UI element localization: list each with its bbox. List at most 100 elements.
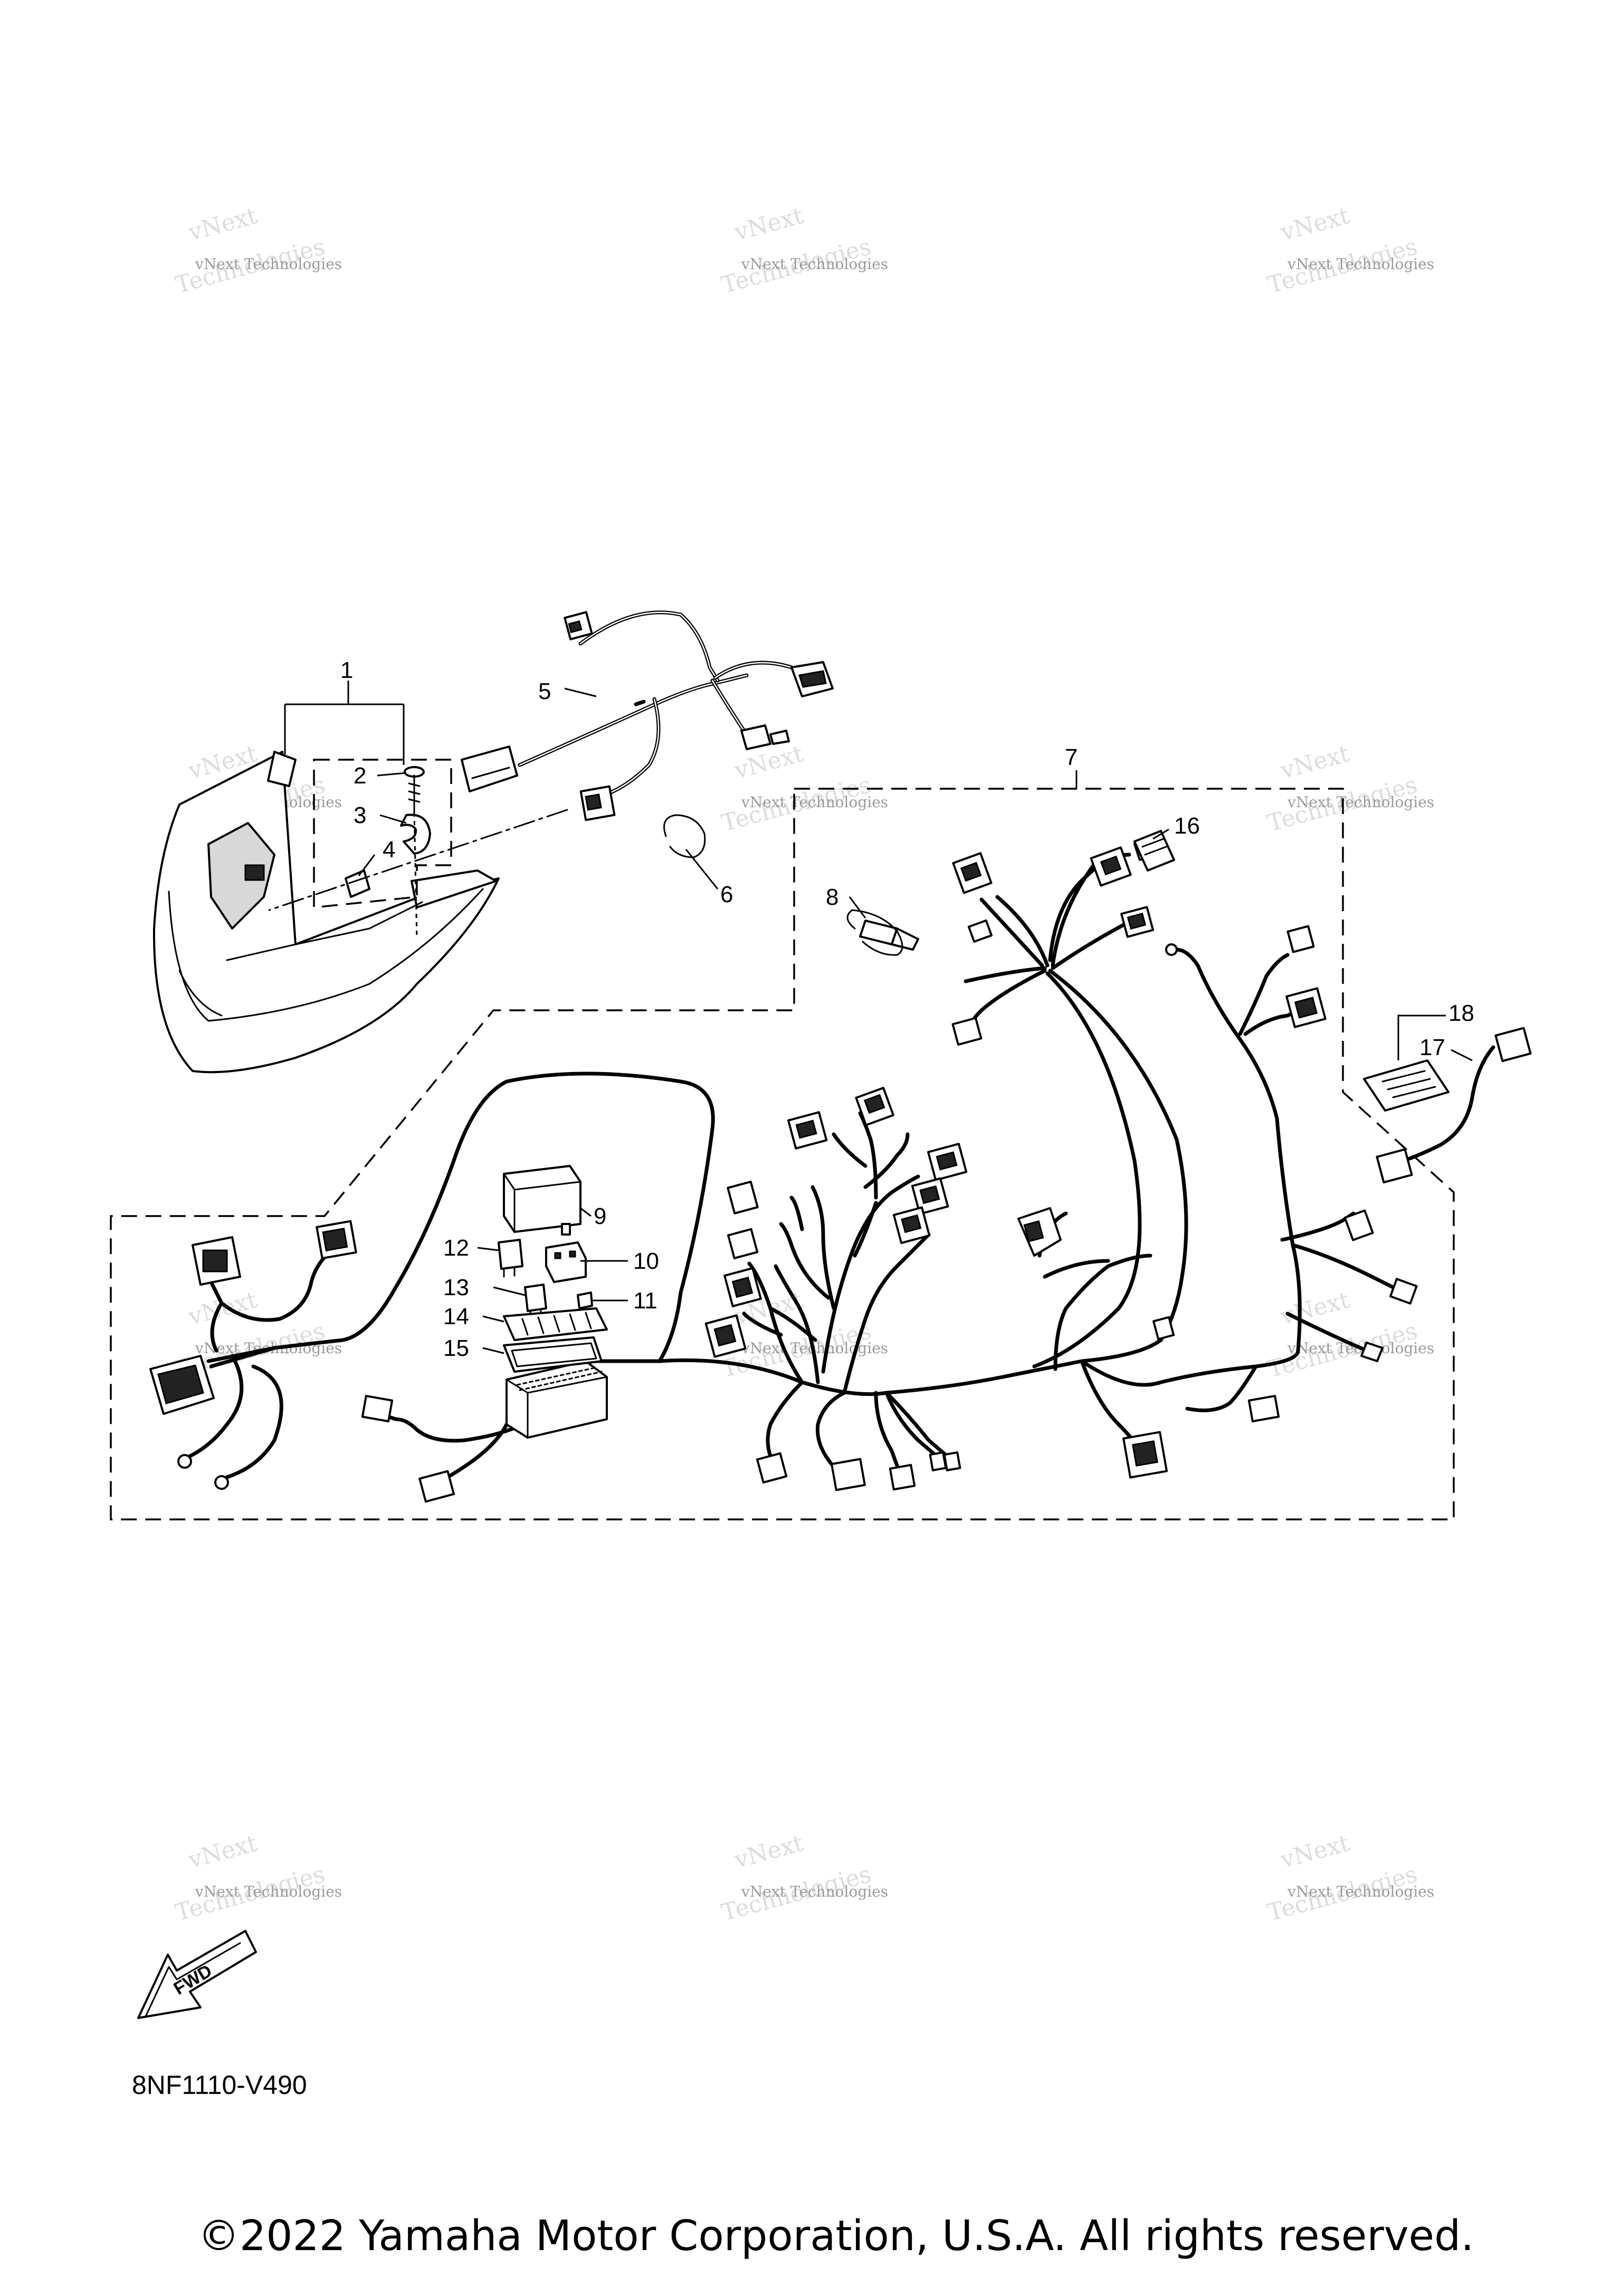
connector-icon: [1360, 1342, 1384, 1362]
callout-14: 14: [443, 1304, 469, 1329]
svg-text:vNext Technologies: vNext Technologies: [195, 1883, 342, 1900]
callout-2: 2: [354, 763, 366, 789]
watermark: vNext Technologies vNext Technologies: [173, 1830, 342, 1926]
connector-icon: [1285, 987, 1327, 1028]
wire-band-8: [846, 909, 903, 956]
callout-8: 8: [826, 884, 838, 910]
ring-terminal: [1165, 943, 1178, 956]
svg-text:vNext Technologies: vNext Technologies: [1287, 1883, 1434, 1900]
clip-part: [400, 814, 431, 855]
headlight-socket: [244, 864, 265, 881]
callout-9: 9: [594, 1203, 606, 1229]
fuse-cover-part: [503, 1336, 603, 1373]
fuse-box-icon: [506, 1360, 608, 1439]
fuse-block-part: [503, 1307, 608, 1341]
connector-icon: [1152, 1316, 1175, 1341]
connector-icon: [740, 724, 790, 750]
headlight-lens-line: [178, 970, 223, 1017]
headlight-assembly: [152, 751, 500, 1074]
connector-icon: [1133, 830, 1175, 872]
connector-icon: [564, 611, 593, 640]
connector-icon: [723, 1267, 762, 1307]
callout-3: 3: [354, 802, 366, 828]
connector-icon: [1120, 906, 1155, 938]
sub-harness-5: [268, 610, 794, 911]
headlight-side-tab: [411, 869, 497, 908]
diode-part: [577, 1292, 593, 1309]
connector-icon: [1247, 1394, 1280, 1423]
relay-icon: [545, 1241, 587, 1283]
callout-13: 13: [443, 1275, 469, 1300]
svg-text:vNext Technologies: vNext Technologies: [195, 255, 342, 273]
watermark: vNext Technologies vNext Technologies: [719, 1830, 888, 1926]
bulb-socket-part: [345, 869, 370, 898]
connector-icon: [859, 920, 919, 951]
callout-15: 15: [443, 1335, 469, 1361]
connector-icon: [316, 1220, 357, 1260]
connector-icon: [929, 1451, 961, 1471]
connector-icon: [192, 1236, 241, 1286]
watermark-group: vNext Technologies vNext Technologies vN…: [173, 202, 1434, 1926]
svg-text:vNext: vNext: [1277, 740, 1352, 785]
svg-text:vNext: vNext: [1277, 1286, 1352, 1331]
headlight-inner-panel: [226, 901, 423, 961]
svg-text:vNext: vNext: [1277, 1830, 1352, 1874]
svg-text:vNext: vNext: [731, 202, 806, 246]
connector-icon: [952, 852, 993, 894]
svg-text:vNext: vNext: [731, 1830, 806, 1874]
connector-icon: [418, 1470, 455, 1503]
svg-text:vNext: vNext: [185, 1830, 260, 1874]
copyright-notice: ©2022 Yamaha Motor Corporation, U.S.A. A…: [198, 2212, 1474, 2260]
fwd-arrow-icon: FWD: [137, 1930, 257, 2019]
callout-labels: 1 2 3 4 5 6 7 8 9 10 11 12 13 14 15 16 1…: [340, 657, 1474, 1361]
connector-icon: [149, 1355, 215, 1415]
watermark: vNext Technologies vNext Technologies: [173, 202, 342, 299]
harness-7-boundary: [110, 788, 1455, 1520]
callout-17: 17: [1419, 1035, 1445, 1060]
main-harness-7: [188, 853, 1406, 1485]
watermark: vNext Technologies vNext Technologies: [1265, 202, 1434, 299]
callout-5: 5: [538, 678, 551, 704]
connector-icon: [1376, 1148, 1413, 1184]
callout-7: 7: [1065, 744, 1078, 770]
callout-12: 12: [443, 1235, 469, 1261]
callout-11: 11: [633, 1288, 657, 1314]
connector-icon: [361, 1394, 394, 1423]
subassembly-box: [313, 759, 452, 908]
connector-icon: [1343, 1209, 1374, 1241]
connector-icon: [951, 1017, 983, 1046]
headlight-housing-bracket: [207, 822, 275, 930]
headlight-mount-tab: [267, 751, 297, 787]
callout-16: 16: [1174, 813, 1200, 839]
connector-icon: [461, 745, 518, 792]
watermark: vNext Technologies vNext Technologies: [719, 202, 888, 299]
watermark: vNext Technologies vNext Technologies: [1265, 1830, 1434, 1926]
diagram-code: 8NF1110-V490: [132, 2070, 307, 2100]
connector-icon: [967, 919, 993, 943]
connector-icon: [790, 661, 834, 697]
svg-text:vNext: vNext: [1277, 202, 1352, 246]
connector-icon: [1286, 925, 1315, 953]
connector-icon: [831, 1458, 866, 1491]
connector-icon: [892, 1206, 931, 1245]
svg-text:vNext Technologies: vNext Technologies: [1287, 793, 1434, 811]
connector-icon: [1090, 846, 1132, 887]
connector-icon: [579, 785, 616, 821]
connector-icon: [911, 1177, 949, 1216]
connector-icon: [889, 1463, 916, 1491]
svg-text:vNext Technologies: vNext Technologies: [741, 255, 888, 273]
connector-icon: [927, 1143, 968, 1181]
connector-icon: [1494, 1027, 1532, 1063]
leader-lines: [284, 681, 1473, 1354]
connector-icon: [855, 1087, 894, 1126]
band-part: [663, 814, 706, 858]
callout-18: 18: [1448, 1000, 1474, 1026]
svg-text:vNext: vNext: [731, 740, 806, 785]
svg-text:vNext Technologies: vNext Technologies: [1287, 255, 1434, 273]
svg-text:vNext Technologies: vNext Technologies: [741, 1883, 888, 1900]
callout-1: 1: [340, 657, 353, 683]
svg-text:vNext Technologies: vNext Technologies: [741, 793, 888, 811]
callout-4: 4: [383, 837, 395, 863]
ring-terminal: [214, 1475, 229, 1490]
